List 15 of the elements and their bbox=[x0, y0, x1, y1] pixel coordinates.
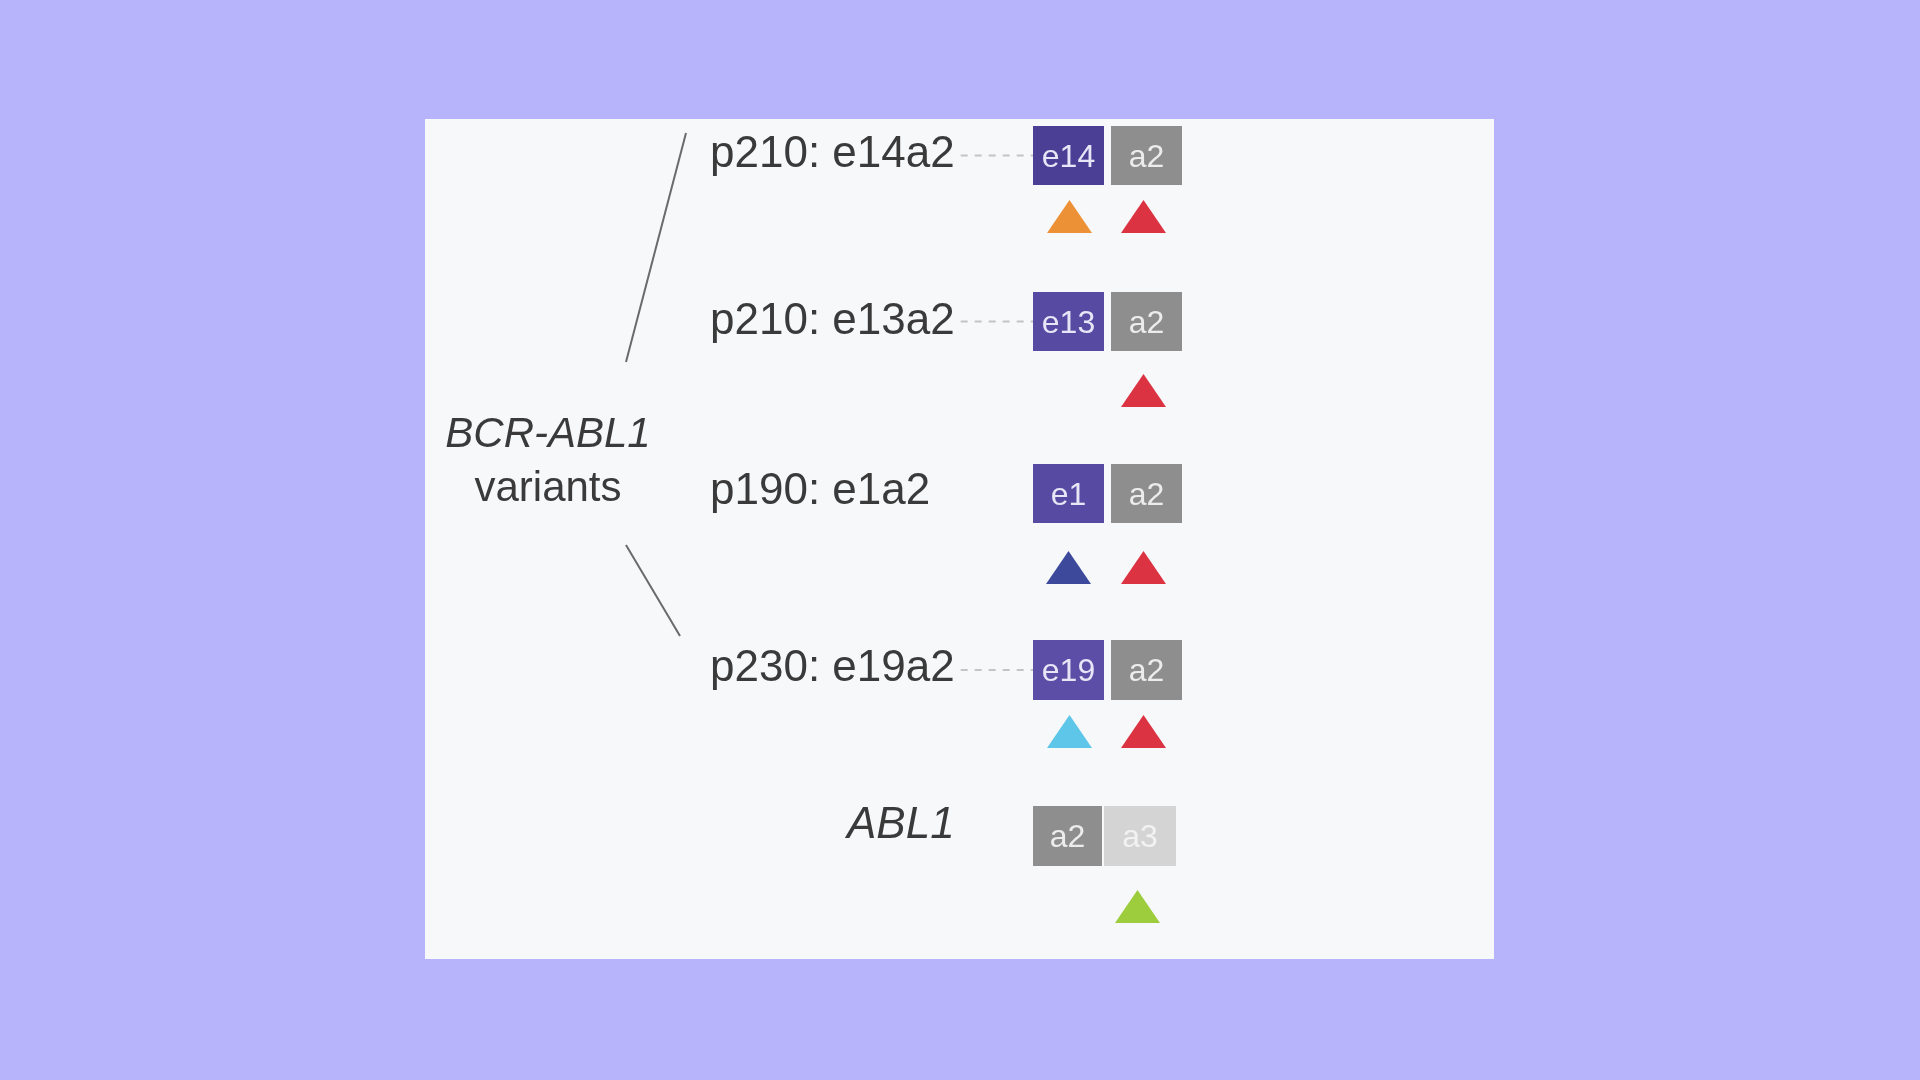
exon-box: a2 bbox=[1111, 464, 1182, 523]
variant-label: p190: e1a2 bbox=[710, 464, 931, 514]
exon-box: e14 bbox=[1033, 126, 1104, 185]
variant-label: p210: e13a2 bbox=[710, 294, 955, 344]
exon-box: a2 bbox=[1033, 806, 1102, 866]
variant-label: p210: e14a2 bbox=[710, 127, 955, 177]
exon-box: a2 bbox=[1111, 292, 1182, 351]
gene-label: ABL1 bbox=[847, 798, 955, 848]
variant-label: p230: e19a2 bbox=[710, 641, 955, 691]
exon-box: e1 bbox=[1033, 464, 1104, 523]
exon-box: a2 bbox=[1111, 126, 1182, 185]
exon-box: e13 bbox=[1033, 292, 1104, 351]
exon-box: a2 bbox=[1111, 640, 1182, 700]
exon-box: e19 bbox=[1033, 640, 1104, 700]
group-label: BCR-ABL1 variants bbox=[444, 408, 652, 512]
